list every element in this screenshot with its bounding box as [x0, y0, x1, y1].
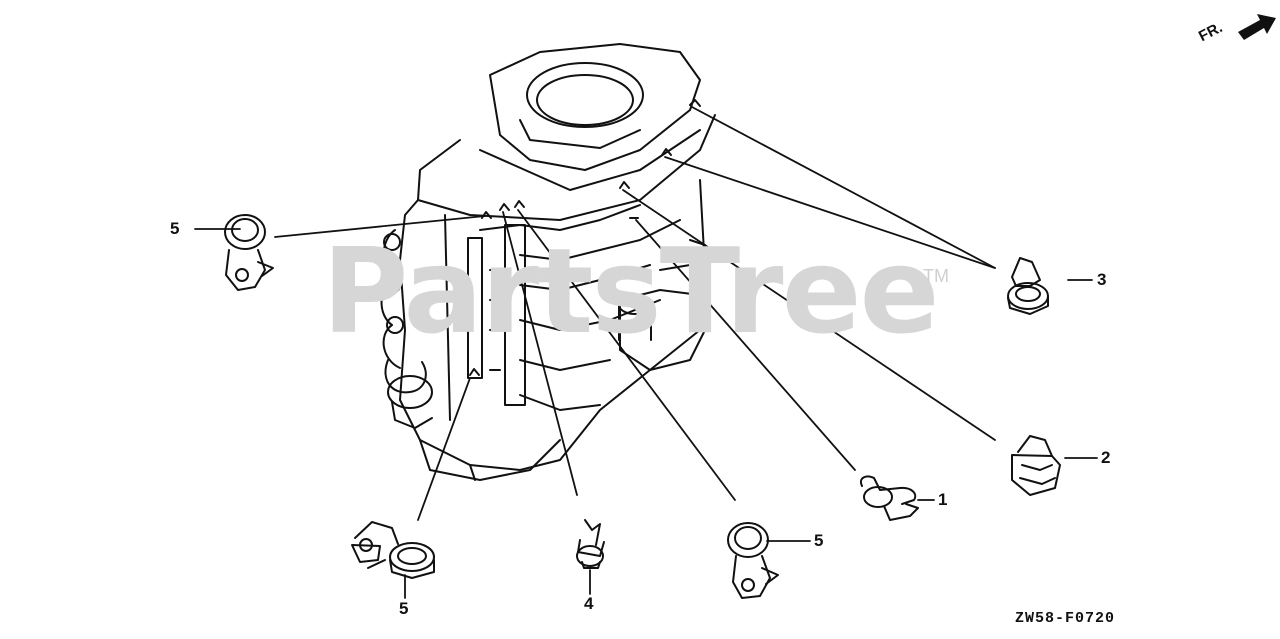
callout-4: 4 — [584, 594, 594, 613]
part-5-clamp-bottom-right[interactable] — [727, 522, 779, 599]
callout-2: 2 — [1101, 448, 1111, 467]
part-4-push-clip[interactable] — [576, 519, 605, 569]
callout-5-bottom-left: 5 — [399, 599, 409, 618]
part-2-clip[interactable] — [1011, 435, 1061, 496]
callout-5-bottom-right: 5 — [814, 531, 824, 550]
engine-illustration — [380, 43, 716, 481]
diagram-code: ZW58-F0720 — [1015, 610, 1116, 627]
part-5-clamp-bottom-left[interactable] — [351, 521, 435, 579]
part-5-clamp-top-left[interactable] — [224, 214, 274, 291]
watermark-trademark: TM — [923, 266, 949, 286]
callout-5-top-left: 5 — [170, 219, 180, 238]
part-3-clip[interactable] — [1007, 257, 1049, 315]
callout-3: 3 — [1097, 270, 1107, 289]
arrow-right-icon — [1238, 14, 1276, 40]
callout-1: 1 — [938, 490, 948, 509]
leader-lines — [194, 106, 1098, 599]
part-1-clamp[interactable] — [860, 475, 919, 521]
